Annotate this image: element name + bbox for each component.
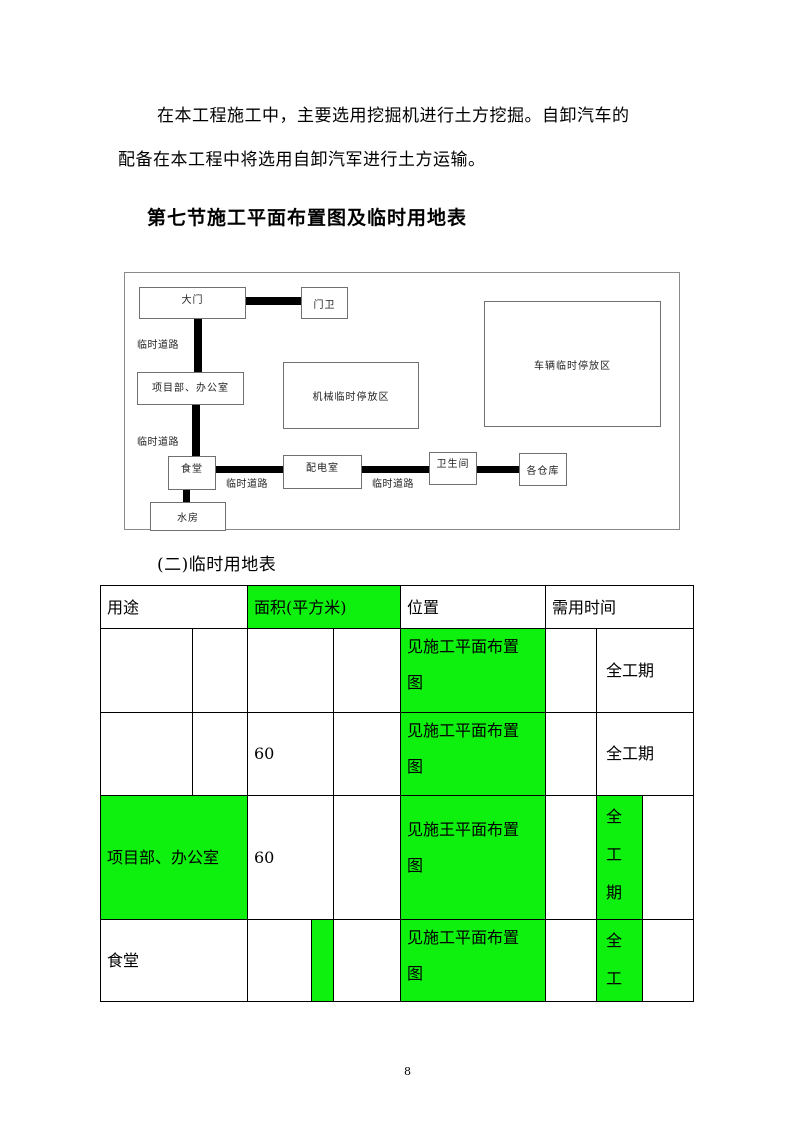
row4-duration-char1: 全	[606, 931, 623, 950]
header-duration: 需用时间	[545, 585, 694, 629]
row4-location-line1: 见施工平面布置	[407, 928, 520, 947]
row1-area	[247, 628, 334, 713]
row2-duration-sub	[545, 712, 597, 796]
row4-location: 见施工平面布置 图	[400, 919, 546, 1002]
power-room-box: 配电室	[283, 455, 362, 489]
row4-duration-extra	[642, 919, 694, 1002]
vehicle-parking-box: 车辆临时停放区	[484, 301, 661, 427]
row2-usage	[100, 712, 193, 796]
road-gate-guard	[245, 297, 301, 305]
row1-location: 见施工平面布置 图	[400, 628, 546, 713]
row3-duration-sub	[545, 795, 597, 920]
row1-area-sub	[333, 628, 401, 713]
header-usage: 用途	[100, 585, 248, 629]
road-label: 临时道路	[372, 479, 414, 490]
row2-usage-sub	[192, 712, 248, 796]
row3-area: 60	[247, 795, 334, 920]
land-use-table: 用途 面积(平方米) 位置 需用时间 见施工平面布置 图 全工期 60 见施工平…	[100, 585, 694, 1002]
row3-duration-extra	[642, 795, 694, 920]
road-label: 临时道路	[226, 479, 268, 490]
row3-duration: 全 工 期	[596, 795, 643, 920]
row3-duration-char2: 工	[606, 845, 623, 864]
row2-area: 60	[247, 712, 334, 796]
header-location: 位置	[400, 585, 546, 629]
row4-duration: 全 工	[596, 919, 643, 1002]
road-label: 临时道路	[137, 340, 179, 351]
road-canteen-power	[216, 466, 283, 473]
page-number: 8	[404, 1065, 411, 1078]
row1-usage	[100, 628, 193, 713]
row1-location-line1: 见施工平面布置	[407, 637, 520, 656]
road-office-canteen	[192, 404, 200, 458]
row1-duration: 全工期	[596, 628, 694, 713]
row2-location-line1: 见施工平面布置	[407, 721, 520, 740]
toilet-box: 卫生间	[429, 452, 477, 485]
paragraph-line-1: 在本工程施工中，主要选用挖掘机进行土方挖掘。自卸汽车的	[157, 106, 630, 126]
header-area: 面积(平方米)	[247, 585, 401, 629]
road-gate-office	[194, 319, 202, 374]
row4-location-line2: 图	[407, 964, 424, 983]
row3-area-sub	[333, 795, 401, 920]
row3-duration-char1: 全	[606, 807, 623, 826]
diagram-frame	[124, 272, 680, 530]
water-room-box: 水房	[150, 502, 226, 531]
road-canteen-water	[183, 488, 190, 502]
road-toilet-warehouse	[476, 466, 519, 473]
row3-location-line1: 见施王平面布置	[407, 820, 520, 839]
row2-duration: 全工期	[596, 712, 694, 796]
office-box: 项目部、办公室	[137, 372, 244, 405]
site-layout-diagram: 大门 门卫 项目部、办公室 机械临时停放区 车辆临时停放区 食堂 配电室 卫生间…	[118, 270, 683, 532]
row3-location: 见施王平面布置 图	[400, 795, 546, 920]
row3-duration-char3: 期	[606, 883, 623, 902]
row4-area-green-strip	[311, 919, 334, 1002]
road-label: 临时道路	[137, 437, 179, 448]
paragraph-line-2: 配备在本工程中将选用自卸汽军进行土方运输。	[118, 150, 486, 170]
row1-duration-sub	[545, 628, 597, 713]
warehouse-box: 各仓库	[519, 453, 567, 486]
row2-area-sub	[333, 712, 401, 796]
row4-area-sub	[333, 919, 401, 1002]
section-heading: 第七节施工平面布置图及临时用地表	[147, 207, 468, 229]
row4-area	[247, 919, 312, 1002]
row4-duration-char2: 工	[606, 969, 623, 988]
row4-usage: 食堂	[100, 919, 248, 1002]
row3-usage: 项目部、办公室	[100, 795, 248, 920]
row2-location: 见施工平面布置 图	[400, 712, 546, 796]
row4-duration-sub	[545, 919, 597, 1002]
row3-location-line2: 图	[407, 856, 424, 875]
row1-usage-sub	[192, 628, 248, 713]
row2-location-line2: 图	[407, 757, 424, 776]
row1-location-line2: 图	[407, 673, 424, 692]
gate-box: 大门	[139, 287, 246, 319]
road-power-toilet	[361, 466, 429, 473]
table-caption: (二)临时用地表	[157, 555, 277, 575]
guard-box: 门卫	[301, 287, 348, 319]
canteen-box: 食堂	[168, 456, 216, 490]
machine-parking-box: 机械临时停放区	[283, 362, 419, 429]
